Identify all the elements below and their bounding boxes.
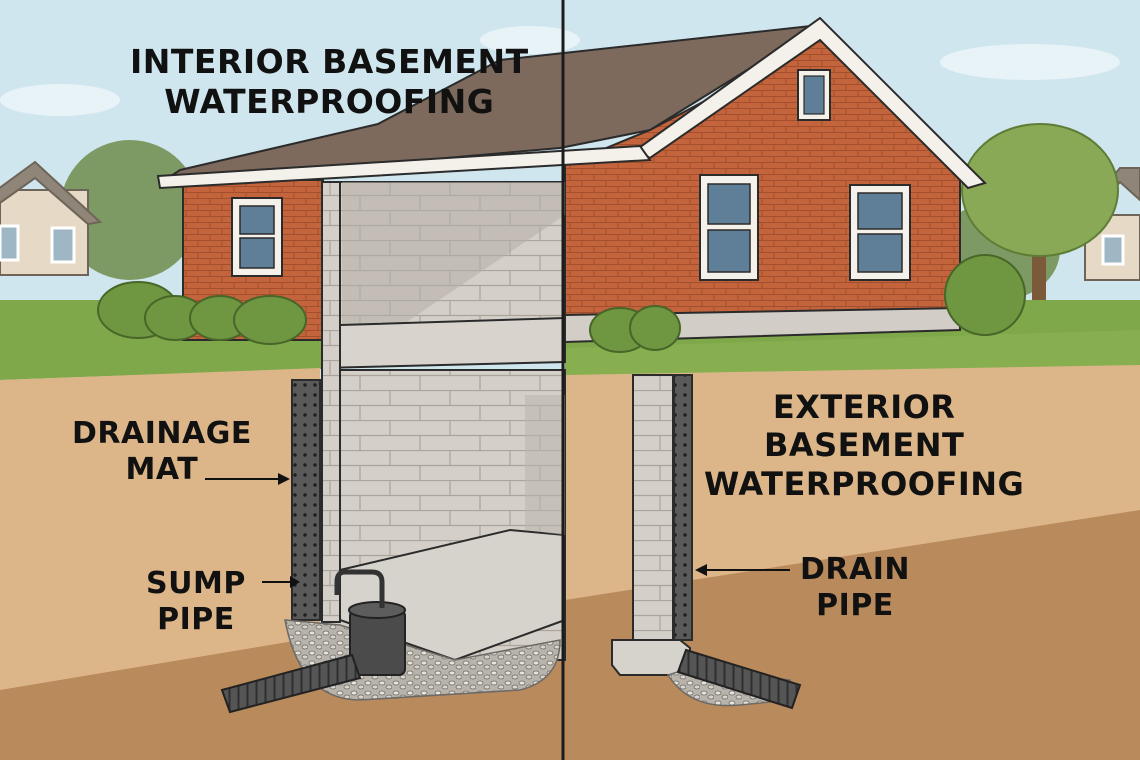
attic-window [797, 69, 831, 121]
label-line: PIPE [157, 602, 235, 637]
title-line: WATERPROOFING [704, 464, 1025, 503]
window [231, 197, 283, 277]
drain-pipe-label: DRAIN PIPE [800, 552, 910, 624]
pointer-arrow-drain-pipe [695, 564, 790, 576]
window [699, 174, 759, 281]
label-line: DRAIN [800, 552, 910, 587]
drainage-mat-label: DRAINAGE MAT [72, 416, 252, 488]
pointer-arrow-drainage-mat [205, 473, 290, 485]
shrubs-left [97, 281, 307, 345]
tree-right [961, 123, 1119, 305]
exterior-membrane [673, 374, 693, 641]
pointer-arrow-sump-pipe [262, 576, 300, 588]
sump-pit [334, 569, 406, 676]
shrub-right [589, 254, 1026, 353]
roof-gable-trim [634, 16, 987, 190]
sump-pipe-label: SUMP PIPE [146, 566, 246, 638]
exterior-drain-pipe [676, 648, 802, 710]
cloud [480, 26, 580, 54]
interior-wall-column [321, 181, 341, 623]
exterior-waterproofing-title: EXTERIOR BASEMENT WATERPROOFING [704, 388, 1024, 503]
title-line: BASEMENT [763, 426, 965, 465]
exterior-foundation-wall [632, 374, 674, 641]
window [849, 184, 911, 281]
basement-side-shadow [525, 395, 565, 535]
label-line: SUMP [146, 566, 246, 601]
upper-room-shadow [342, 182, 565, 340]
cloud [940, 44, 1120, 80]
sump-drain-pipe [220, 653, 362, 714]
cloud [0, 84, 120, 116]
interior-waterproofing-title: INTERIOR BASEMENT WATERPROOFING [130, 42, 529, 121]
upper-floor-slab [320, 316, 566, 370]
label-line: PIPE [816, 588, 894, 623]
neighbor-house-left [0, 160, 103, 276]
title-line: INTERIOR BASEMENT [130, 42, 529, 81]
title-line: WATERPROOFING [164, 81, 495, 121]
title-line: EXTERIOR [772, 388, 956, 426]
lawn-right [565, 330, 1140, 378]
roof-eave [156, 144, 652, 190]
label-line: MAT [125, 452, 199, 487]
label-line: DRAINAGE [72, 416, 252, 451]
